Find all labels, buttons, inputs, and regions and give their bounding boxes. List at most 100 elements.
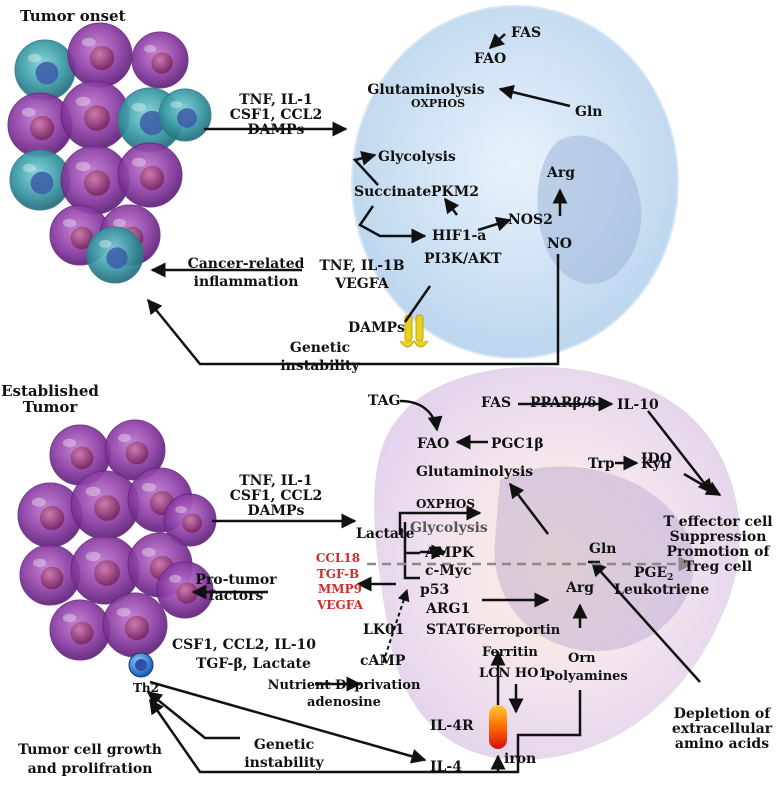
bot-lactate: Lactate xyxy=(356,526,414,542)
top-arg: Arg xyxy=(546,165,575,181)
title-established-1: Established xyxy=(1,382,99,400)
tumor-cell xyxy=(70,470,140,540)
bot-ferroportin: Ferroportin xyxy=(476,623,561,638)
macrophage-cell-top xyxy=(351,5,679,359)
bot-growth-2: and prolifration xyxy=(28,761,153,777)
bot-protumor-1: Pro-tumor xyxy=(195,572,277,588)
bot-tag: TAG xyxy=(368,393,400,409)
top-damps: DAMPs xyxy=(348,320,405,336)
bot-leukotriene: Leukotriene xyxy=(614,582,709,598)
tumor-cell xyxy=(67,22,133,88)
bot-oxphos: OXPHOS xyxy=(416,497,475,511)
top-oxphos: OXPHOS xyxy=(411,97,465,110)
bot-camp: cAMP xyxy=(360,653,406,669)
top-fas: FAS xyxy=(511,25,541,41)
damps-receptor-icon xyxy=(399,314,429,348)
top-tnf-out-1: TNF, IL-1B xyxy=(319,258,404,274)
tumor-cell xyxy=(104,419,166,481)
bot-nutrient-2: adenosine xyxy=(307,695,381,710)
bot-il10: IL-10 xyxy=(617,397,659,413)
top-nos2: NOS2 xyxy=(508,212,553,228)
title-tumor-onset: Tumor onset xyxy=(20,7,126,25)
top-genetic-2: instability xyxy=(280,358,360,374)
tumor-cell xyxy=(163,493,217,547)
bot-pge-main: PGE xyxy=(634,565,667,581)
tumor-cluster-onset xyxy=(7,22,212,284)
tumor-cell xyxy=(117,142,183,208)
top-fao: FAO xyxy=(474,51,506,67)
th2-cell xyxy=(128,652,154,678)
bot-fas: FAS xyxy=(481,395,511,411)
bot-signal-3: DAMPs xyxy=(248,503,305,519)
bot-glycolysis: Glycolysis xyxy=(410,520,488,536)
bot-trp: Trp xyxy=(588,456,615,472)
top-signal-3: DAMPs xyxy=(248,122,305,138)
bot-kyn: Kyn xyxy=(641,456,671,472)
top-glutaminolysis: Glutaminolysis xyxy=(367,82,484,98)
bot-genetic-2: instability xyxy=(244,755,324,771)
bot-teff-3: Promotion of xyxy=(667,544,771,560)
bot-depletion-1: Depletion of xyxy=(674,706,772,722)
bot-orn: Orn xyxy=(568,651,596,666)
bot-p53: p53 xyxy=(420,582,449,598)
arrows xyxy=(146,33,722,774)
bot-teff-1: T effector cell xyxy=(663,514,772,530)
bot-arg1: ARG1 xyxy=(425,601,470,617)
bot-signal-2: CSF1, CCL2 xyxy=(230,488,323,504)
bot-gln: Gln xyxy=(589,541,616,557)
bot-protumor-2: factors xyxy=(209,588,264,604)
top-cancer-inflammation-2: inflammation xyxy=(194,274,299,290)
bot-pge: PGE2 xyxy=(634,565,673,583)
tumor-cell xyxy=(131,31,189,89)
bot-csf1: CSF1, CCL2, IL-10 xyxy=(172,637,316,653)
top-pkm2: PKM2 xyxy=(431,184,479,200)
bot-pgc: PGC1β xyxy=(491,436,544,452)
top-succinate: Succinate xyxy=(354,184,431,200)
bot-tgfb: TGF-B xyxy=(317,567,359,581)
tumor-cell xyxy=(14,39,76,101)
bot-lcn-ho1: LCN HO1 xyxy=(479,666,548,681)
bot-fao: FAO xyxy=(417,436,449,452)
tumor-cell xyxy=(49,599,111,661)
bot-th2-label: Th2 xyxy=(133,681,159,695)
tumor-cell xyxy=(86,226,144,284)
bot-polyamines: Polyamines xyxy=(545,669,628,684)
top-signal-1: TNF, IL-1 xyxy=(239,92,312,108)
bot-tgfb-lactate: TGF-β, Lactate xyxy=(196,656,311,672)
bot-arg: Arg xyxy=(565,580,594,596)
bot-growth-1: Tumor cell growth xyxy=(18,742,162,758)
bot-lk01: LK01 xyxy=(363,622,405,638)
tumor-cell xyxy=(60,145,130,215)
bot-il4: IL-4 xyxy=(430,759,462,775)
bot-ferritin: Ferritin xyxy=(482,645,538,660)
bot-ccl18: CCL18 xyxy=(316,551,360,565)
bot-teff-4: Treg cell xyxy=(684,559,752,575)
top-glycolysis: Glycolysis xyxy=(378,149,456,165)
bot-glutaminolysis: Glutaminolysis xyxy=(416,464,533,480)
bot-depletion-3: amino acids xyxy=(675,736,769,752)
bot-cmyc: c-Myc xyxy=(425,563,472,579)
bot-depletion-2: extracellular xyxy=(672,721,773,737)
top-signal-2: CSF1, CCL2 xyxy=(230,107,323,123)
top-genetic-1: Genetic xyxy=(290,340,350,356)
bot-mmp9: MMP9 xyxy=(318,582,362,596)
bot-ido: IDO xyxy=(641,451,672,467)
bot-nutrient-1: Nutrient Deprivation xyxy=(268,678,421,693)
tumor-cell xyxy=(156,561,214,619)
bot-teff-2: Suppression xyxy=(670,529,767,545)
top-cancer-inflammation-1: Cancer-related xyxy=(188,256,305,272)
bot-pge-sub: 2 xyxy=(667,573,673,583)
bot-vegfa: VEGFA xyxy=(316,598,364,612)
tumor-cell xyxy=(49,424,111,486)
title-established-2: Tumor xyxy=(23,398,79,416)
tumor-cell xyxy=(102,592,168,658)
bot-genetic-1: Genetic xyxy=(254,737,314,753)
tumor-cluster-established xyxy=(17,419,217,661)
il4r-receptor-icon xyxy=(489,705,507,749)
bot-signal-1: TNF, IL-1 xyxy=(239,473,312,489)
top-tnf-out-2: VEGFA xyxy=(334,276,390,292)
bot-il4r: IL-4R xyxy=(430,718,474,734)
bot-stat6: STAT6 xyxy=(426,622,476,638)
